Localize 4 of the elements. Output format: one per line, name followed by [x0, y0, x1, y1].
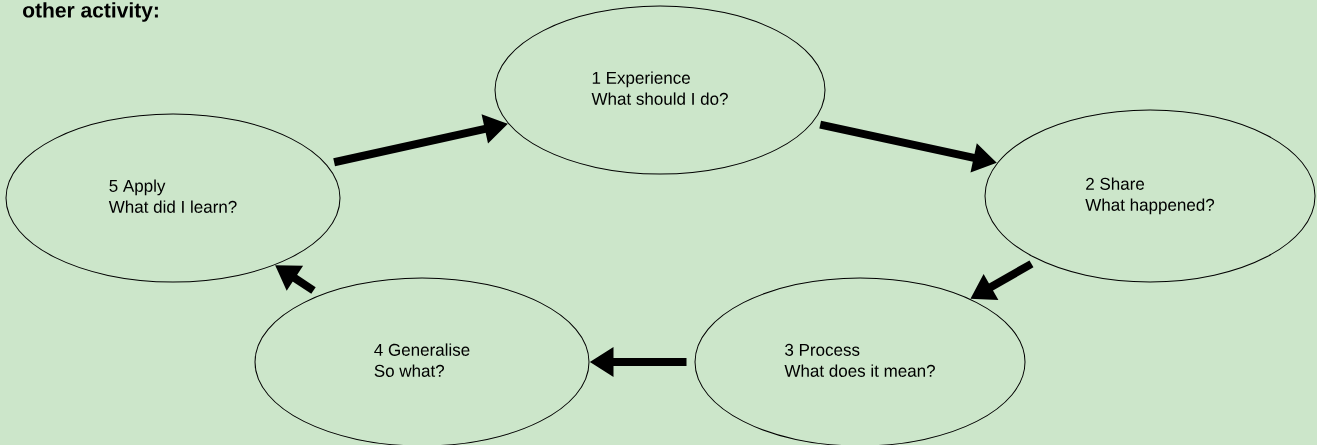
- heading: other activity:: [23, 2, 158, 22]
- ellipse-node: 1 Experience What should I do?: [494, 5, 826, 175]
- ellipse-node: 5 Apply What did I learn?: [5, 113, 341, 283]
- ellipse-node: 2 Share What happened?: [984, 109, 1316, 283]
